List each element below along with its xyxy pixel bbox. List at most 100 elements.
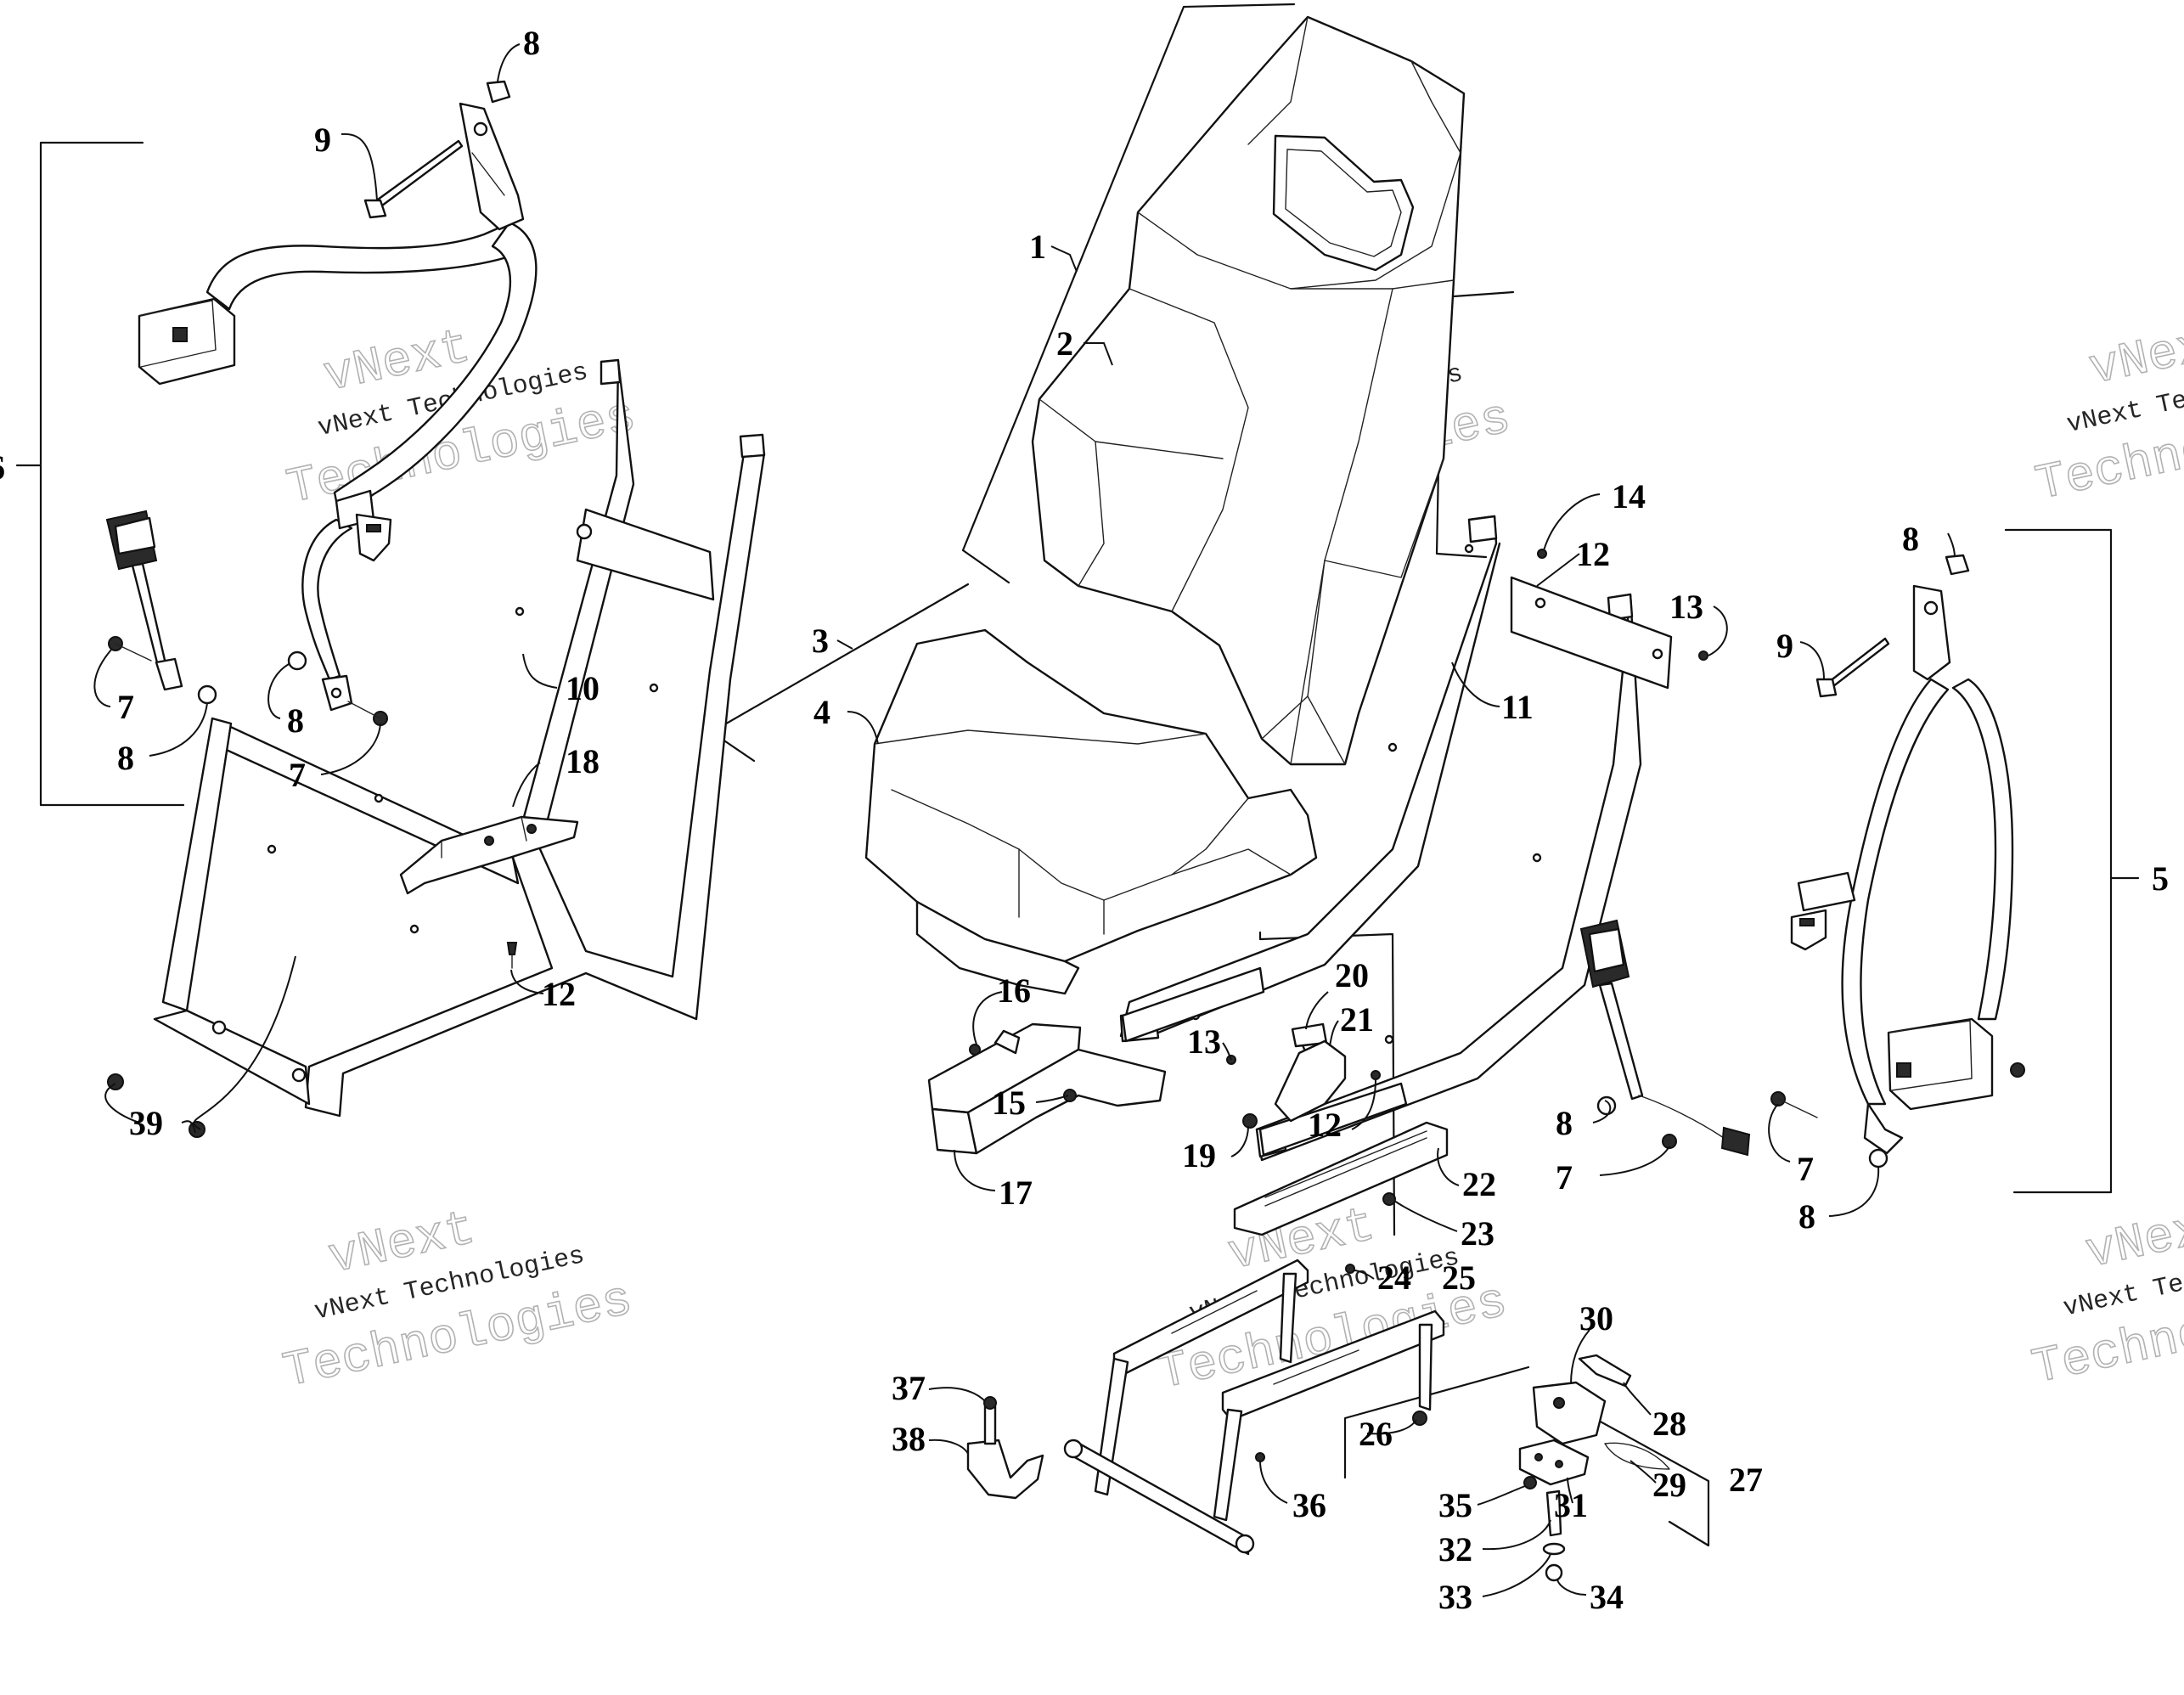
bracket-group-27-leader: [1343, 1366, 1530, 1479]
leader-39b: [181, 1120, 196, 1134]
slider-bracket-hole: [969, 1044, 981, 1056]
leader-17: [954, 1149, 996, 1191]
frame-hole: [409, 924, 419, 934]
callout-29: 29: [1652, 1466, 1686, 1504]
callout-14: 14: [1612, 477, 1646, 515]
callout-32: 32: [1438, 1530, 1472, 1568]
nut-8-buckle-right: [1596, 1095, 1617, 1116]
nut-8-right-top: [1945, 554, 1970, 576]
seat-back: [1031, 15, 1466, 766]
right-frame-tube-end: [1607, 593, 1634, 622]
bracket-group-27: [1537, 1386, 1710, 1547]
base-frame-tube-end: [1063, 1439, 1084, 1459]
leader-9-right: [1799, 641, 1825, 680]
callout-39: 39: [129, 1104, 163, 1142]
bolt-37-head: [983, 1396, 997, 1410]
leader-33: [1482, 1553, 1551, 1597]
nut-35: [1523, 1476, 1537, 1489]
seat-back-contour: [1410, 60, 1461, 154]
nut-19: [1242, 1113, 1258, 1129]
seat-bottom-contour: [874, 729, 1207, 745]
callout-7-right: 7: [1797, 1150, 1814, 1188]
leader-8-left: [149, 702, 208, 757]
plate-12-body: [1510, 576, 1673, 690]
callout-27: 27: [1729, 1461, 1763, 1499]
bracket-18-hole: [484, 836, 494, 846]
callout-38: 38: [892, 1420, 926, 1458]
screw-23: [1382, 1192, 1396, 1206]
left-seat-frame: [153, 358, 766, 1118]
base-frame-tube-end: [1235, 1534, 1255, 1554]
screw-12-left: [506, 942, 518, 969]
callout-30: 30: [1579, 1299, 1613, 1337]
callout-16: 16: [997, 971, 1031, 1010]
spring-29: [1604, 1442, 1670, 1470]
bolt-7-buckle-right: [1662, 1134, 1677, 1149]
retractor-badge-right: [1896, 1062, 1911, 1078]
belt-anchor-right: [1863, 1102, 1904, 1155]
headrest-opening-inner: [1285, 149, 1402, 257]
leader-4: [847, 711, 879, 745]
buckle-stalk-right: [1598, 982, 1644, 1101]
latch-plate-31: [1518, 1439, 1590, 1486]
callout-33: 33: [1438, 1578, 1472, 1616]
pivot-hole: [1923, 600, 1939, 616]
callout-13: 13: [1187, 1022, 1221, 1061]
left-frame-rail: [161, 717, 233, 1012]
nut-34: [1545, 1563, 1563, 1582]
leader-10: [522, 653, 558, 689]
plate-12-hole: [1534, 597, 1546, 609]
left-frame-outline: [304, 360, 766, 1118]
base-frame-leg: [1213, 1408, 1243, 1522]
leader-3: [836, 639, 853, 650]
frame-hole: [267, 844, 277, 854]
frame-hole: [649, 683, 659, 693]
callout-2: 2: [1056, 324, 1073, 363]
buckle-face-right: [1588, 927, 1625, 973]
belt-webbing-right-a: [1841, 678, 1950, 1106]
plate-12: [1510, 576, 1673, 690]
callout-6: 6: [0, 448, 5, 487]
leader-lines: [93, 43, 1956, 1597]
screw-26: [1412, 1411, 1427, 1426]
callout-36: 36: [1292, 1486, 1326, 1524]
frame-hole: [291, 1067, 307, 1083]
leader-24: [1353, 1270, 1375, 1280]
base-frame-leg: [1279, 1272, 1297, 1364]
buckle-connector: [1720, 1126, 1751, 1157]
nut-8-belt: [287, 650, 307, 671]
buckle-wire: [1638, 1095, 1725, 1139]
seat-back-contour: [1247, 16, 1309, 145]
leader-21: [1329, 1020, 1339, 1047]
leader-7-left: [93, 648, 113, 707]
callout-12-right: 12: [1576, 535, 1610, 573]
bracket-18: [399, 815, 579, 895]
callout-19: 19: [1182, 1136, 1216, 1174]
watermark-vnext: vNext: [2081, 1197, 2184, 1281]
callout-35: 35: [1438, 1486, 1472, 1524]
base-frame-lower-rail: [1221, 1309, 1445, 1422]
leader-39: [104, 1083, 140, 1123]
screw-14: [1537, 549, 1547, 559]
bracket-group-1: [961, 3, 1296, 584]
leader-38: [928, 1439, 969, 1455]
leader-30: [1570, 1329, 1590, 1385]
seat-bottom-base: [915, 900, 1080, 995]
left-frame-tube-end: [599, 358, 622, 386]
bolt-9-right-head: [1815, 678, 1838, 698]
slider-bracket-tab: [993, 1029, 1021, 1055]
belt-latch-plate-right: [1790, 909, 1827, 951]
leader-20: [1305, 991, 1329, 1030]
bracket-18-hole: [526, 824, 537, 834]
latch-body-hole: [1553, 1397, 1565, 1409]
screw-36: [1255, 1452, 1265, 1462]
callout-25: 25: [1442, 1259, 1476, 1297]
screw-13-right: [1698, 650, 1708, 661]
callout-8-top-right: 8: [1902, 520, 1919, 558]
pivot-bracket-edge: [471, 152, 505, 196]
leader-11: [1451, 662, 1500, 707]
latch-body-30: [1532, 1381, 1607, 1445]
callout-22: 22: [1462, 1165, 1496, 1203]
callout-11: 11: [1501, 688, 1534, 726]
clip-bracket: [966, 1396, 1044, 1500]
